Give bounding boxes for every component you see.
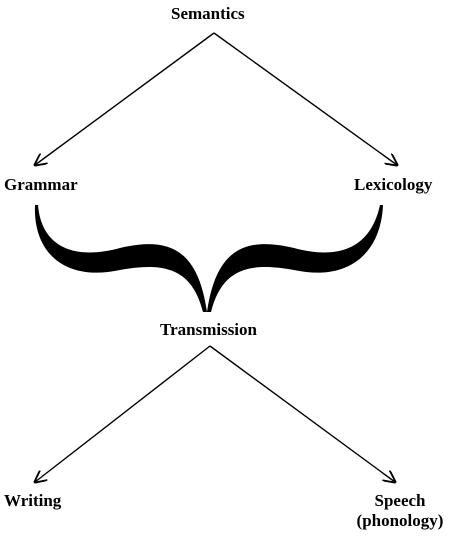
edge-transmission-writing — [35, 345, 211, 482]
node-lexicology: Lexicology — [354, 175, 433, 194]
node-speech: Speech (phonology) — [352, 491, 448, 531]
node-transmission: Transmission — [160, 320, 257, 339]
node-writing: Writing — [4, 491, 62, 510]
edge-semantics-lexicology — [213, 32, 397, 165]
node-speech-subtitle: (phonology) — [356, 511, 444, 530]
edge-semantics-grammar — [35, 32, 215, 165]
node-semantics: Semantics — [171, 4, 245, 23]
node-speech-title: Speech — [374, 491, 426, 510]
curly-brace — [34, 205, 383, 312]
node-grammar: Grammar — [4, 175, 78, 194]
edge-transmission-speech — [209, 345, 395, 482]
